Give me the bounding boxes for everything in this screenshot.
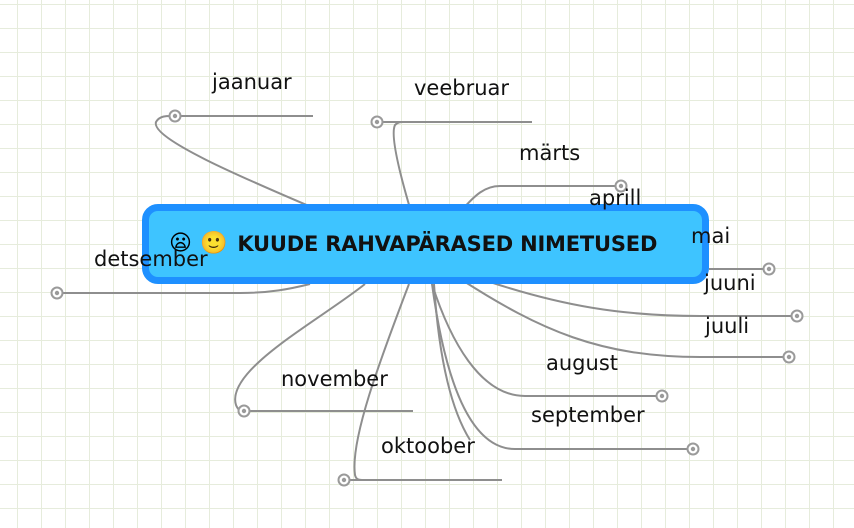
connector-veebruar (392, 121, 413, 216)
topic-juuli[interactable]: juuli (705, 314, 750, 338)
smiling-face-icon: 🙂 (199, 231, 228, 256)
connector-november (234, 283, 366, 412)
topic-juuni[interactable]: juuni (704, 271, 756, 295)
topic-veebruar[interactable]: veebruar (414, 76, 510, 100)
collapse-knob-icon[interactable] (614, 179, 628, 193)
topic-september[interactable]: september (531, 403, 645, 427)
worried-face-icon: 😦 (169, 231, 192, 256)
connector-jaanuar (154, 114, 331, 216)
topic-marts[interactable]: märts (519, 141, 581, 165)
collapse-knob-icon[interactable] (50, 286, 64, 300)
connector-juuli (489, 281, 701, 317)
central-topic-title: KUUDE RAHVAPÄRASED NIMETUSED (237, 232, 658, 256)
connector-september (431, 283, 526, 397)
collapse-knob-icon[interactable] (782, 350, 796, 364)
collapse-knob-icon[interactable] (655, 389, 669, 403)
central-topic[interactable]: 😦 🙂 KUUDE RAHVAPÄRASED NIMETUSED (142, 204, 709, 284)
topic-detsember[interactable]: detsember (94, 247, 208, 271)
topic-aprill[interactable]: aprill (589, 186, 642, 210)
topic-november[interactable]: november (281, 367, 388, 391)
collapse-knob-icon[interactable] (790, 309, 804, 323)
collapse-knob-icon[interactable] (762, 262, 776, 276)
topic-oktoober[interactable]: oktoober (381, 434, 475, 458)
topic-august[interactable]: august (546, 351, 618, 375)
collapse-knob-icon[interactable] (168, 109, 182, 123)
connector-august (461, 279, 701, 358)
collapse-knob-icon[interactable] (686, 442, 700, 456)
topic-mai[interactable]: mai (691, 224, 731, 248)
collapse-knob-icon[interactable] (337, 473, 351, 487)
collapse-knob-icon[interactable] (370, 115, 384, 129)
connector-detsember (239, 283, 311, 294)
collapse-knob-icon[interactable] (237, 404, 251, 418)
topic-jaanuar[interactable]: jaanuar (212, 70, 292, 94)
